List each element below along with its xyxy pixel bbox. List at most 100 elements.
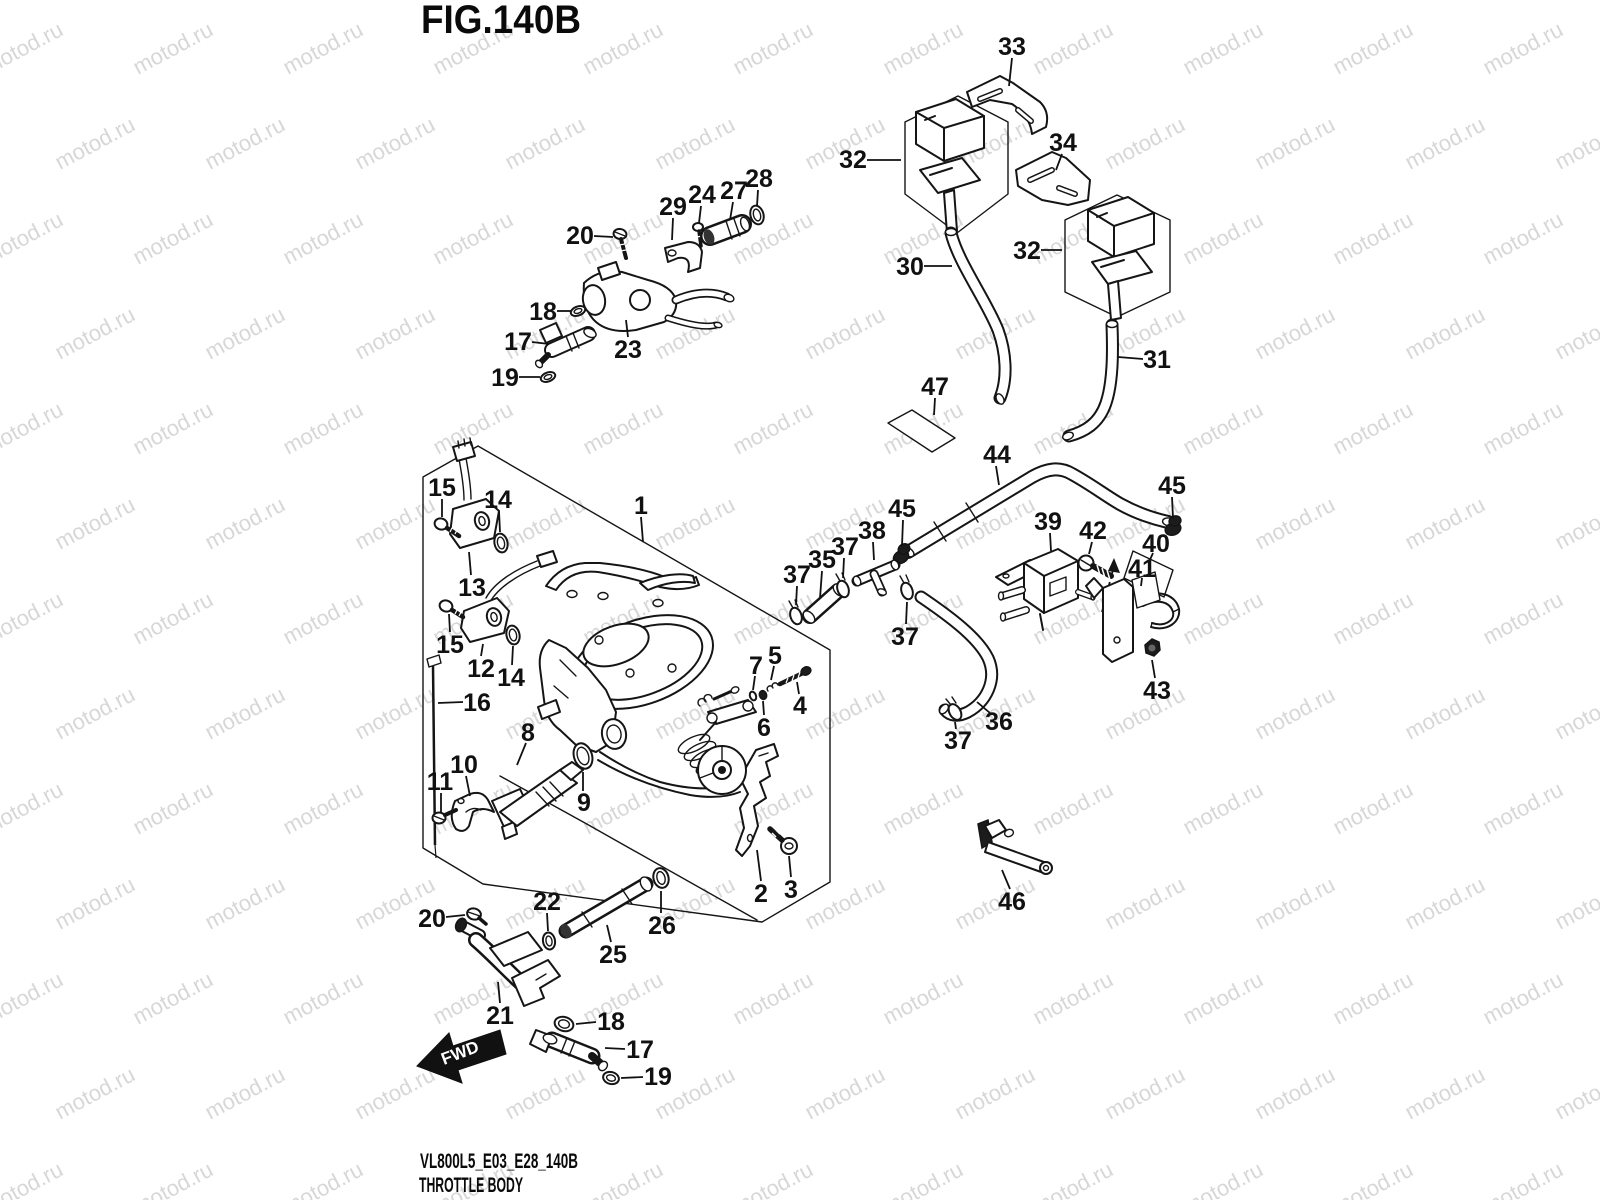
- part-number-29: 29: [659, 193, 687, 221]
- leader-line-18: [575, 1021, 597, 1025]
- watermark-text: motod.ru: [351, 682, 439, 745]
- part-37-clamp-3: [899, 574, 914, 601]
- watermark-text: motod.ru: [1179, 967, 1267, 1030]
- watermark-text: motod.ru: [1251, 112, 1339, 175]
- watermark-text: motod.ru: [1329, 777, 1417, 840]
- watermark-text: motod.ru: [1479, 17, 1567, 80]
- part-number-35: 35: [808, 546, 836, 574]
- watermark-text: motod.ru: [51, 492, 139, 555]
- leader-line-37: [795, 585, 798, 606]
- watermark-text: motod.ru: [351, 1062, 439, 1125]
- part-9-o-ring: [572, 742, 594, 770]
- part-3-bolt: [767, 826, 798, 855]
- watermark-text: motod.ru: [1551, 872, 1600, 935]
- part-18-o-ring-bottom: [553, 1015, 575, 1033]
- leader-line-14: [511, 645, 514, 666]
- watermark-text: motod.ru: [1179, 1157, 1267, 1200]
- part-number-42: 42: [1079, 517, 1107, 545]
- leader-line-4: [796, 681, 800, 695]
- watermark-text: motod.ru: [1551, 302, 1600, 365]
- part-40-outline: [1123, 550, 1174, 598]
- watermark-text: motod.ru: [1329, 1157, 1417, 1200]
- part-17-injector-top: [534, 322, 597, 369]
- watermark-text: motod.ru: [879, 777, 967, 840]
- leader-line-17: [531, 341, 550, 345]
- part-24-screw: [692, 222, 704, 248]
- watermark-text: motod.ru: [0, 967, 67, 1030]
- watermark-text: motod.ru: [1179, 777, 1267, 840]
- part-27-joint: [700, 214, 752, 246]
- part-number-45: 45: [1158, 472, 1186, 500]
- watermark-text: motod.ru: [729, 967, 817, 1030]
- part-number-10: 10: [450, 751, 478, 779]
- part-23-fuel-delivery-pipe: [581, 261, 735, 332]
- watermark-text: motod.ru: [129, 587, 217, 650]
- watermark-text: motod.ru: [651, 492, 739, 555]
- watermark-text: motod.ru: [201, 492, 289, 555]
- part-number-12: 12: [467, 655, 495, 683]
- leader-line-43: [1151, 659, 1156, 679]
- watermark-text: motod.ru: [201, 682, 289, 745]
- leader-line-17: [604, 1047, 626, 1050]
- part-number-5: 5: [768, 642, 782, 670]
- part-number-6: 6: [757, 714, 771, 742]
- watermark-text: motod.ru: [1029, 777, 1117, 840]
- part-32-pressure-sensor-left: [915, 98, 985, 234]
- part-25-pipe: [558, 876, 654, 939]
- part-14-o-ring-bottom-inner: [508, 628, 518, 642]
- leader-line-45: [1171, 496, 1174, 519]
- part-number-36: 36: [985, 708, 1013, 736]
- leader-line-14: [498, 510, 501, 533]
- part-20-screw-bottom: [466, 907, 488, 926]
- watermark-text: motod.ru: [1551, 1062, 1600, 1125]
- part-14-o-ring-top-inner: [496, 536, 506, 550]
- watermark-text: motod.ru: [801, 302, 889, 365]
- part-number-17: 17: [504, 328, 532, 356]
- part-number-46: 46: [998, 888, 1026, 916]
- watermark-text: motod.ru: [1251, 872, 1339, 935]
- footer-figure-name: THROTTLE BODY: [419, 1174, 523, 1197]
- watermark-text: motod.ru: [429, 207, 517, 270]
- watermark-text: motod.ru: [51, 872, 139, 935]
- leader-line-1: [640, 516, 644, 543]
- watermark-text: motod.ru: [0, 397, 67, 460]
- part-number-30: 30: [896, 253, 924, 281]
- part-35-short-hose: [802, 583, 846, 624]
- watermark-text: motod.ru: [1029, 1157, 1117, 1200]
- part-number-19: 19: [491, 364, 519, 392]
- watermark-text: motod.ru: [879, 967, 967, 1030]
- part-5-spring: [766, 682, 779, 692]
- leader-line-37: [954, 721, 957, 730]
- watermark-text: motod.ru: [1479, 777, 1567, 840]
- part-21-fuel-pipe: [454, 917, 561, 1007]
- part-42-bolt: [1077, 554, 1114, 581]
- watermark-text: motod.ru: [1479, 587, 1567, 650]
- watermark-text: motod.ru: [129, 1157, 217, 1200]
- part-29-bracket: [664, 241, 703, 273]
- leader-line-33: [1008, 57, 1013, 87]
- part-number-18: 18: [597, 1008, 625, 1036]
- part-39-solenoid-valve: [995, 548, 1096, 631]
- leader-line-37: [842, 557, 845, 579]
- leader-line-42: [1088, 541, 1093, 555]
- part-8-sensor: [491, 761, 584, 840]
- leader-line-36: [976, 701, 991, 714]
- part-number-17: 17: [626, 1036, 654, 1064]
- leader-line-45: [901, 519, 904, 547]
- footer-figure-code: VL800L5_E03_E28_140B: [420, 1150, 578, 1173]
- part-number-8: 8: [521, 719, 535, 747]
- part-47-label-sticker: [887, 409, 956, 453]
- watermark-text: motod.ru: [279, 17, 367, 80]
- leader-line-40: [1148, 552, 1154, 563]
- watermark-text: motod.ru: [1329, 967, 1417, 1030]
- part-number-37: 37: [944, 727, 972, 755]
- watermark-text: motod.ru: [729, 17, 817, 80]
- part-number-21: 21: [486, 1002, 514, 1030]
- part-17-injector-bottom: [529, 1029, 609, 1072]
- part-18-o-ring-top: [569, 305, 587, 317]
- part-6-washer: [758, 689, 768, 701]
- part-number-28: 28: [745, 165, 773, 193]
- part-number-32: 32: [1013, 237, 1041, 265]
- watermark-text: motod.ru: [1251, 1062, 1339, 1125]
- watermark-text: motod.ru: [801, 682, 889, 745]
